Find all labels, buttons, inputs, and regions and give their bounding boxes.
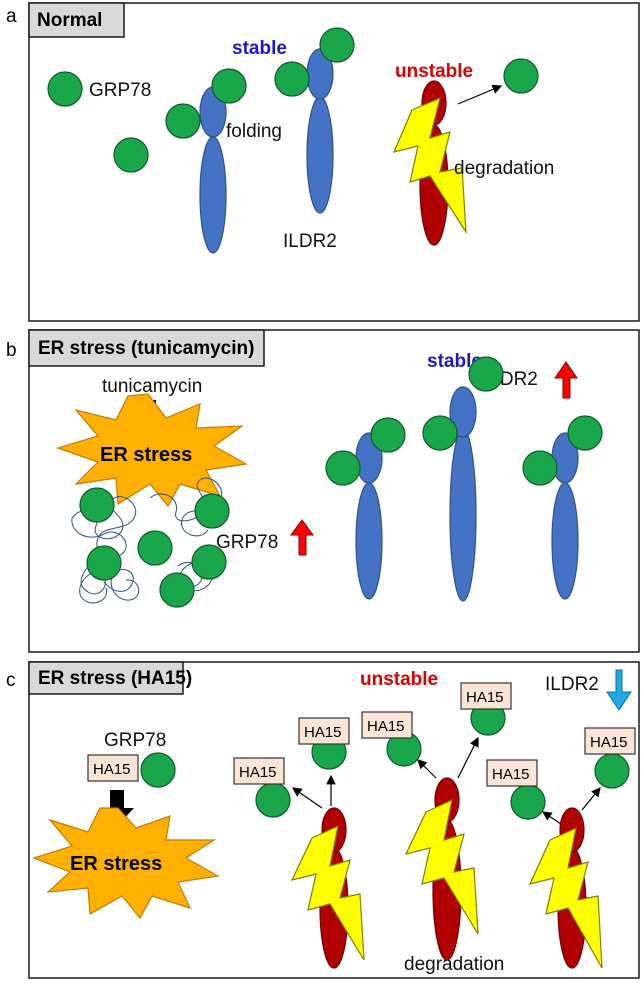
ildr2-protein-unstable (392, 58, 539, 246)
panel-letter: b (6, 340, 17, 361)
ha15-box (486, 759, 538, 787)
unstable-label: unstable (395, 61, 473, 82)
ha15-label: HA15 (466, 689, 504, 706)
grp78-circle (165, 103, 201, 139)
lightning-bolt-icon (404, 798, 479, 935)
grp78-circle (468, 356, 504, 392)
unstable-label: unstable (360, 669, 438, 690)
grp78-label: GRP78 (216, 532, 278, 553)
ha15-box (233, 757, 285, 785)
stable-label: stable (232, 38, 287, 59)
panel-a: a Normal GRP78 folding stable ILDR2 (6, 2, 640, 322)
grp78-circle (594, 753, 630, 789)
er-stress-label: ER stress (100, 444, 192, 466)
grp78-circle (274, 61, 310, 97)
panel-b: b ER stress (tunicamycin) tunicamycin ER… (6, 329, 640, 653)
ha15-box (584, 727, 636, 755)
release-arrow (457, 736, 479, 779)
release-arrow (292, 787, 323, 809)
ha15-label: HA15 (304, 724, 342, 741)
ha15-label: HA15 (239, 764, 277, 781)
ildr2-protein-stable (325, 417, 406, 600)
er-stress-label: ER stress (70, 853, 162, 875)
grp78-circle (510, 784, 546, 820)
ha15-box (87, 754, 139, 782)
release-arrow (542, 811, 562, 825)
lightning-bolt-icon (290, 824, 365, 961)
grp78-circle (79, 487, 115, 523)
ildr2-protein-stable (274, 27, 355, 214)
er-stress-burst-icon (32, 807, 220, 920)
ha15-label: HA15 (590, 734, 628, 751)
degradation-label: degradation (454, 158, 554, 179)
grp78-circle (137, 530, 173, 566)
down-arrow-icon (606, 669, 632, 711)
grp78-circle (113, 137, 149, 173)
grp78-circle (140, 752, 176, 788)
stable-label: stable (427, 351, 482, 372)
panel-letter: c (6, 670, 16, 691)
lightning-bolt-icon (528, 826, 603, 969)
ha15-label: HA15 (367, 718, 405, 735)
panel-title-box (28, 329, 265, 367)
grp78-circle (319, 27, 355, 63)
panel-title: ER stress (tunicamycin) (38, 338, 254, 359)
grp78-circle (567, 415, 603, 451)
up-arrow-icon (290, 519, 314, 556)
panel-title: ER stress (HA15) (38, 668, 192, 689)
panel-letter: a (6, 6, 17, 27)
release-arrow (417, 759, 437, 779)
ha15-label: HA15 (93, 761, 131, 778)
tunicamycin-label: tunicamycin (102, 376, 202, 397)
ildr2-protein-folding (165, 68, 247, 254)
ildr2-protein-stable (522, 415, 603, 600)
grp78-circle (194, 493, 230, 529)
panel-c: c ER stress (HA15) unstable ILDR2 GRP78 … (6, 661, 640, 979)
lightning-bolt-icon (392, 96, 467, 235)
ha15-box (460, 682, 512, 710)
grp78-circle (325, 450, 361, 486)
grp78-circle (255, 782, 291, 818)
grp78-circle (503, 58, 539, 94)
ildr2-protein-unstable: HA15 HA15 (361, 682, 512, 961)
panel-title-box (28, 2, 125, 38)
ha15-box (298, 717, 350, 745)
grp78-circle (370, 417, 406, 453)
ildr2-label: ILDR2 (545, 674, 599, 695)
release-arrow (457, 84, 503, 105)
up-arrow-icon (554, 361, 578, 399)
grp78-circle (159, 572, 195, 608)
grp78-circle (191, 544, 227, 580)
ha15-box (361, 711, 413, 739)
panel-title-box (28, 661, 184, 695)
grp78-circle (47, 71, 83, 107)
ildr2-label: ILDR2 (283, 231, 337, 252)
ildr2-protein-stable (422, 356, 504, 602)
grp78-circle (522, 450, 558, 486)
ildr2-protein-unstable: HA15 HA15 (233, 717, 365, 969)
ha15-label: HA15 (492, 766, 530, 783)
grp78-circle (422, 415, 458, 451)
grp78-circle (211, 68, 247, 104)
panel-title: Normal (37, 10, 102, 31)
folding-label: folding (226, 121, 282, 142)
grp78-circle (86, 545, 122, 581)
er-stress-burst-icon (56, 393, 248, 508)
ildr2-protein-unstable: HA15 HA15 (486, 727, 636, 969)
grp78-label: GRP78 (89, 80, 151, 101)
degradation-label: degradation (404, 954, 504, 975)
release-arrow (581, 787, 601, 811)
grp78-label: GRP78 (104, 730, 166, 751)
